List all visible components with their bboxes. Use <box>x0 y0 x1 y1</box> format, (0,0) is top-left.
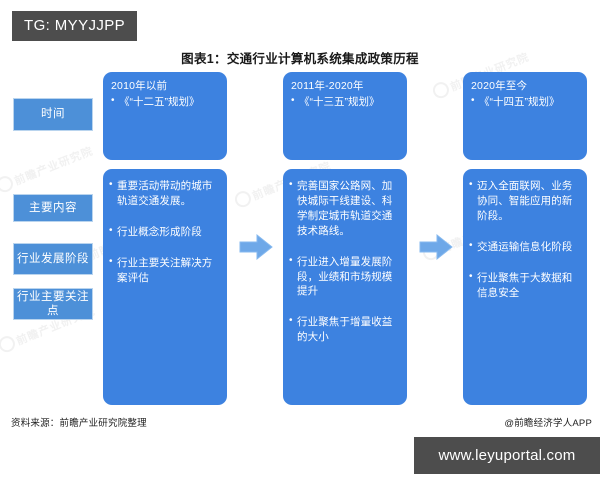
page-title: 图表1：交通行业计算机系统集成政策历程 <box>181 52 419 66</box>
detail-item: 行业进入增量发展阶段，业绩和市场规模提升 <box>289 254 399 300</box>
app-credit: @前瞻经济学人APP <box>504 418 592 429</box>
detail-card: 重要活动带动的城市轨道交通发展。 行业概念形成阶段 行业主要关注解决方案评估 <box>103 169 227 405</box>
detail-list: 迈入全面联网、业务协同、智能应用的新阶段。 交通运输信息化阶段 行业聚焦于大数据… <box>469 178 579 301</box>
detail-item: 重要活动带动的城市轨道交通发展。 <box>109 178 219 209</box>
row-label-time: 时间 <box>13 98 93 131</box>
arrow-right-icon <box>238 232 274 262</box>
source-note: 资料来源：前瞻产业研究院整理 <box>11 418 147 429</box>
plan-item: 《“十三五”规划》 <box>291 94 399 110</box>
tg-badge: TG: MYYJJPP <box>12 11 138 41</box>
period-label: 2010年以前 <box>111 80 168 92</box>
detail-card: 迈入全面联网、业务协同、智能应用的新阶段。 交通运输信息化阶段 行业聚焦于大数据… <box>463 169 587 405</box>
url-watermark: www.leyuportal.com <box>414 437 600 474</box>
detail-item: 迈入全面联网、业务协同、智能应用的新阶段。 <box>469 178 579 224</box>
watermark-circle-icon <box>0 173 16 195</box>
watermark-circle-icon <box>430 79 452 101</box>
watermark-logo: 前瞻产业研究院 <box>0 142 95 196</box>
detail-item: 行业概念形成阶段 <box>109 224 219 240</box>
detail-card: 完善国家公路网、加快城际干线建设、科学制定城市轨道交通技术路线。 行业进入增量发… <box>283 169 407 405</box>
row-label-development-stage: 行业发展阶段 <box>13 243 93 275</box>
plan-list: 《“十二五”规划》 <box>111 94 219 110</box>
period-label: 2011年-2020年 <box>291 80 364 92</box>
detail-item: 行业主要关注解决方案评估 <box>109 255 219 286</box>
detail-item: 交通运输信息化阶段 <box>469 239 579 255</box>
period-card: 2020年至今 《“十四五”规划》 <box>463 72 587 160</box>
plan-item: 《“十四五”规划》 <box>471 94 579 110</box>
plan-list: 《“十四五”规划》 <box>471 94 579 110</box>
row-label-key-focus: 行业主要关注点 <box>13 288 93 320</box>
detail-item: 行业聚焦于大数据和信息安全 <box>469 270 579 301</box>
detail-list: 完善国家公路网、加快城际干线建设、科学制定城市轨道交通技术路线。 行业进入增量发… <box>289 178 399 345</box>
arrow-right-icon <box>418 232 454 262</box>
row-label-main-content: 主要内容 <box>13 194 93 222</box>
watermark-circle-icon <box>232 188 254 210</box>
detail-item: 完善国家公路网、加快城际干线建设、科学制定城市轨道交通技术路线。 <box>289 178 399 239</box>
period-card: 2011年-2020年 《“十三五”规划》 <box>283 72 407 160</box>
period-card: 2010年以前 《“十二五”规划》 <box>103 72 227 160</box>
period-label: 2020年至今 <box>471 80 528 92</box>
plan-list: 《“十三五”规划》 <box>291 94 399 110</box>
detail-item: 行业聚焦于增量收益的大小 <box>289 314 399 345</box>
plan-item: 《“十二五”规划》 <box>111 94 219 110</box>
detail-list: 重要活动带动的城市轨道交通发展。 行业概念形成阶段 行业主要关注解决方案评估 <box>109 178 219 286</box>
watermark-circle-icon <box>0 333 18 355</box>
